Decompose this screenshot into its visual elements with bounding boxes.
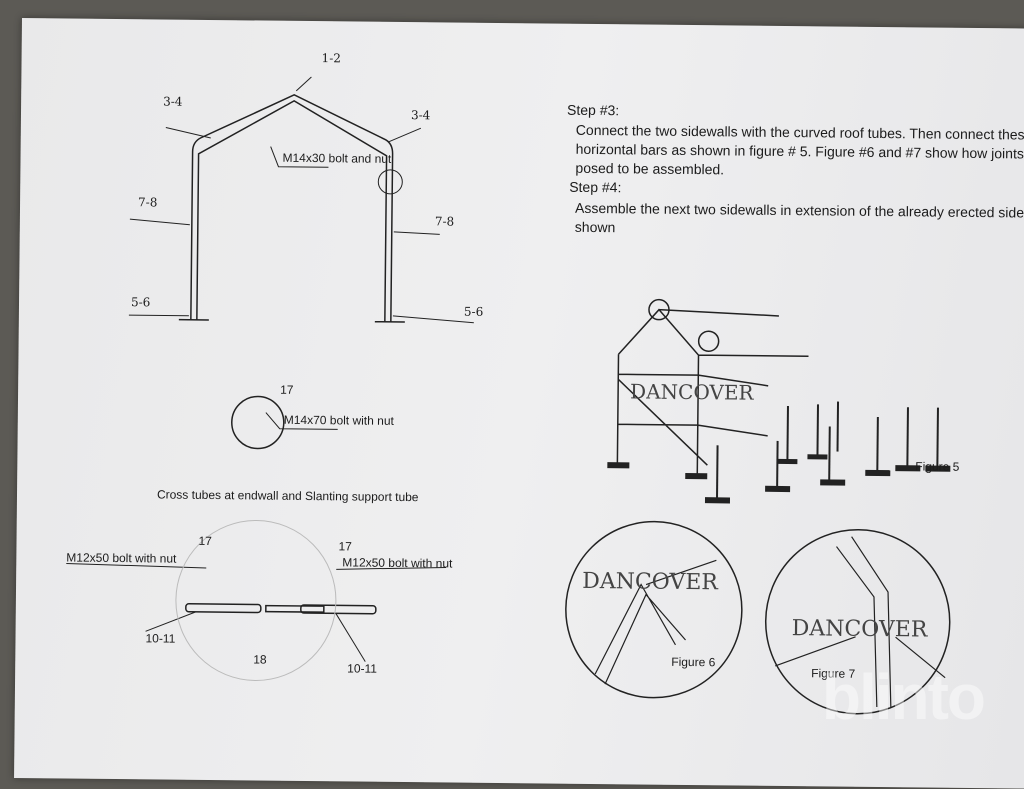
cross-left-bolt-label: M12x50 bolt with nut [66,550,176,565]
part-label-3-4-right: 3-4 [411,108,430,122]
part-label-5-6-right: 5-6 [464,305,483,319]
step-4-line-2: shown [575,218,616,237]
bolt-m14x70-label: M14x70 bolt with nut [284,413,394,428]
cross-left-number: 17 [198,534,212,548]
figure-6-circle [565,521,743,699]
part-label-7-8-right: 7-8 [435,214,454,228]
tube-label-right: 10-11 [347,661,377,675]
brand-label-fig7: DANCOVER [792,616,928,642]
tube-label-center: 18 [253,652,267,666]
cross-tubes-title: Cross tubes at endwall and Slanting supp… [157,487,419,504]
brand-label-fig5: DANCOVER [630,379,754,404]
step-4-title: Step #4: [569,179,621,196]
bolt-m14x30-label: M14x30 bolt and nut [282,151,391,166]
watermark-logo: blinto [822,660,984,734]
part-label-1-2: 1-2 [322,51,341,65]
part-label-5-6-left: 5-6 [131,295,150,309]
part-label-3-4-left: 3-4 [163,94,182,108]
part-label-7-8-left: 7-8 [138,195,157,209]
cross-right-bolt-label: M12x50 bolt with nut [342,555,452,570]
tube-label-left: 10-11 [145,631,175,645]
figure-5-caption: Figure 5 [915,459,959,473]
step-3-line-3: posed to be assembled. [575,159,724,180]
endwall-frame-drawing [128,75,477,451]
brand-label-fig6: DANCOVER [582,569,718,595]
figure-6-caption: Figure 6 [671,655,715,669]
detail-number-17: 17 [280,383,294,397]
step-3-title: Step #3: [567,102,619,119]
cross-right-number: 17 [338,539,352,553]
